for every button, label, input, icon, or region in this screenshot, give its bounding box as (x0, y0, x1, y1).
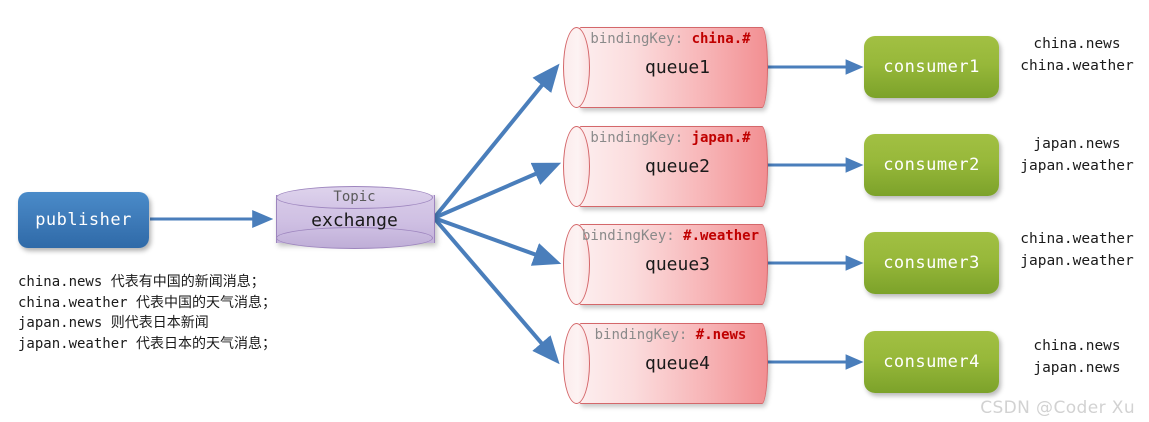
queue-name-2: queue2 (644, 156, 711, 177)
routing-key-line: china.news (1033, 338, 1121, 354)
exchange-label: exchange (311, 210, 398, 231)
binding-key-value: #.weather (683, 228, 759, 244)
routing-key-line: china.news (1033, 36, 1121, 52)
queue-name-4: queue4 (644, 353, 711, 374)
queue-cylinder-body (575, 323, 768, 404)
consumer-label-3: consumer3 (883, 253, 980, 273)
consumer-node-2[interactable]: consumer2 (864, 134, 999, 196)
queue-cylinder-cap (563, 126, 590, 207)
queue-cylinder-body (575, 126, 768, 207)
binding-key-value: #.news (695, 327, 747, 343)
binding-key-label: bindingKey: (594, 327, 688, 343)
queue-node-2[interactable]: bindingKey: japan.# queue2 (563, 126, 768, 207)
consumer-label-1: consumer1 (883, 57, 980, 77)
binding-key-label: bindingKey: (590, 31, 684, 47)
arrow-exchange-to-queue1 (432, 63, 560, 220)
binding-key-value: japan.# (691, 130, 751, 146)
consumer-node-4[interactable]: consumer4 (864, 331, 999, 393)
queue-binding-key-2: bindingKey: japan.# (575, 130, 766, 146)
queue-cylinder-cap (563, 224, 590, 305)
routing-key-line: japan.weather (1020, 158, 1134, 174)
binding-key-value: china.# (691, 31, 751, 47)
routing-key-line: china.weather (1020, 58, 1134, 74)
description-text: china.news 代表有中国的新闻消息； china.weather 代表中… (18, 274, 277, 352)
arrow-exchange-to-queue2 (433, 162, 562, 220)
routing-key-line: japan.news (1033, 136, 1121, 152)
queue-name-3: queue3 (644, 254, 711, 275)
binding-key-label: bindingKey: (581, 228, 675, 244)
routing-keys-consumer-1: china.news china.weather (1002, 33, 1149, 77)
binding-key-label: bindingKey: (590, 130, 684, 146)
publisher-label: publisher (35, 210, 132, 230)
routing-key-line: japan.weather (1020, 253, 1134, 269)
queue-name-1: queue1 (644, 57, 711, 78)
routing-keys-consumer-2: japan.news japan.weather (1002, 133, 1149, 177)
queue-node-3[interactable]: bindingKey: #.weather queue3 (563, 224, 768, 305)
watermark: CSDN @Coder Xu (980, 398, 1135, 418)
consumer-node-1[interactable]: consumer1 (864, 36, 999, 98)
consumer-node-3[interactable]: consumer3 (864, 232, 999, 294)
exchange-cylinder-bottom (276, 227, 433, 249)
queue-binding-key-3: bindingKey: #.weather (575, 228, 766, 244)
publisher-node[interactable]: publisher (18, 192, 149, 248)
queue-node-4[interactable]: bindingKey: #.news queue4 (563, 323, 768, 404)
queue-cylinder-cap (563, 323, 590, 404)
routing-key-line: japan.news (1033, 360, 1121, 376)
exchange-cylinder-top (276, 186, 433, 209)
queue-cylinder-body (575, 224, 768, 305)
arrow-exchange-to-queue4 (432, 216, 560, 365)
queue-binding-key-1: bindingKey: china.# (575, 31, 766, 47)
exchange-type-label: Topic (333, 189, 376, 205)
arrow-exchange-to-queue3 (433, 216, 562, 266)
queue-binding-key-4: bindingKey: #.news (575, 327, 766, 343)
routing-keys-consumer-3: china.weather japan.weather (1002, 228, 1149, 272)
consumer-label-4: consumer4 (883, 352, 980, 372)
queue-node-1[interactable]: bindingKey: china.# queue1 (563, 27, 768, 108)
exchange-node[interactable]: Topic exchange (276, 186, 435, 251)
routing-keys-consumer-4: china.news japan.news (1002, 335, 1149, 379)
consumer-label-2: consumer2 (883, 155, 980, 175)
queue-cylinder-cap (563, 27, 590, 108)
routing-key-line: china.weather (1020, 231, 1134, 247)
